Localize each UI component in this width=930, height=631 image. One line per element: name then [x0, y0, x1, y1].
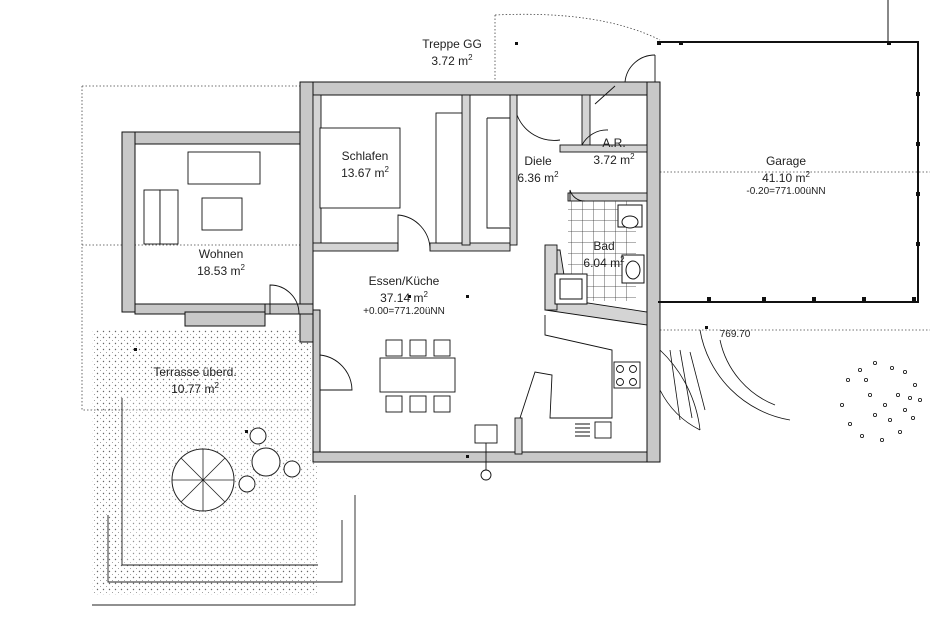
markers — [134, 42, 708, 458]
room-level: +0.00=771.20üNN — [363, 306, 445, 317]
room-area: 3.72 — [431, 54, 455, 68]
room-area: 13.67 — [341, 166, 372, 180]
room-name: Schlafen — [341, 149, 389, 163]
room-label-ar: A.R. 3.72 m2 — [593, 136, 635, 167]
room-name: Treppe GG — [422, 37, 482, 51]
entrance-steps — [659, 329, 791, 431]
room-area: 18.53 — [197, 264, 228, 278]
room-label-essen: Essen/Küche 37.14 m2 +0.00=771.20üNN — [363, 274, 445, 318]
room-name: A.R. — [602, 136, 626, 150]
room-name: Essen/Küche — [368, 274, 440, 288]
room-label-schlafen: Schlafen 13.67 m2 — [341, 149, 389, 180]
interior-walls — [312, 94, 648, 455]
bathroom-tiles — [554, 201, 645, 305]
room-area: 6.04 — [583, 256, 607, 270]
room-name: Diele — [524, 154, 552, 168]
room-name: Wohnen — [198, 247, 244, 261]
room-name: Garage — [765, 154, 807, 168]
exterior-walls — [121, 81, 661, 463]
room-area: 10.77 — [171, 382, 202, 396]
terrace-area — [92, 330, 356, 606]
room-name: Bad — [593, 239, 615, 253]
room-label-bad: Bad 6.04 m2 — [583, 239, 625, 270]
furniture — [143, 112, 641, 481]
room-area: 41.10 — [762, 171, 793, 185]
room-area: 37.14 — [380, 291, 411, 305]
doors — [269, 54, 656, 391]
room-label-wohnen: Wohnen 18.53 m2 — [197, 247, 245, 278]
elevation-label: 769.70 — [719, 329, 751, 340]
room-label-diele: Diele 6.36 m2 — [517, 154, 559, 185]
room-name: Terrasse überd. — [153, 365, 237, 379]
room-level: -0.20=771.00üNN — [746, 186, 826, 197]
garage — [657, 0, 920, 303]
shrub — [840, 360, 923, 442]
room-label-treppe: Treppe GG 3.72 m2 — [422, 37, 482, 68]
room-area: 3.72 — [593, 153, 617, 167]
room-label-terrasse: Terrasse überd. 10.77 m2 — [153, 365, 237, 396]
room-label-garage: Garage 41.10 m2 -0.20=771.00üNN — [746, 154, 826, 198]
room-area: 6.36 — [517, 171, 541, 185]
